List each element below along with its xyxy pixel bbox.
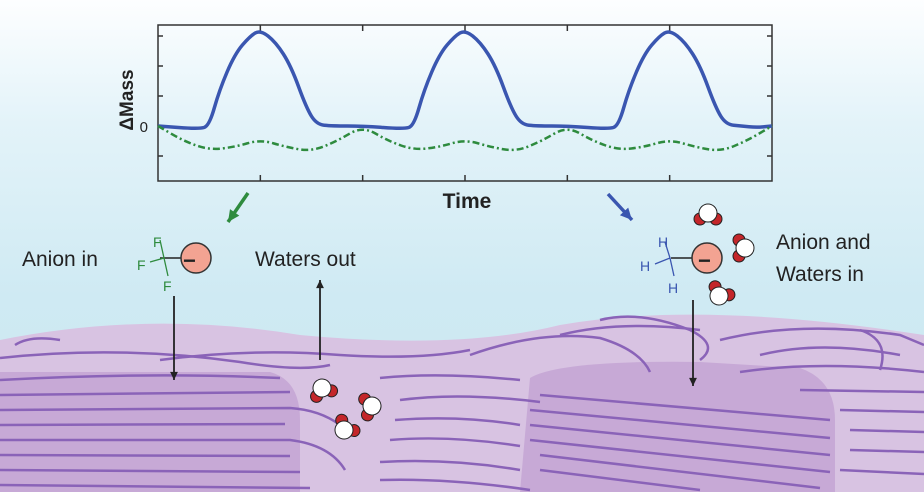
atom (698, 203, 718, 223)
series-line-total-mass (157, 30, 773, 130)
polymer-chain (0, 422, 286, 427)
polymer-chain (0, 453, 291, 458)
y-tick-label: 0 (140, 119, 148, 136)
polymer-chain (799, 388, 924, 394)
fluorine-atom: F (153, 234, 162, 250)
atom (735, 238, 755, 258)
water-molecule-icon (358, 392, 382, 422)
plot-frame (157, 24, 773, 182)
polymer-chain (539, 468, 701, 492)
polymer-chain (839, 408, 924, 414)
arrow-down-left-icon (170, 296, 178, 380)
arrow-head (170, 371, 178, 380)
label-anion-and: Anion and (776, 231, 871, 254)
polymer-chain (379, 459, 521, 472)
label-anion-in: Anion in (22, 248, 98, 271)
anion-minus-left: − (183, 248, 196, 273)
hydrogen-atom: H (668, 280, 679, 296)
polymer-chain (0, 351, 331, 370)
y-axis-label: ΔMass (117, 69, 138, 130)
polymer-chain (599, 315, 710, 361)
water-molecule-icon (732, 233, 755, 263)
polymer-chains (0, 315, 924, 492)
hydrogen-atom: H (640, 258, 651, 274)
water-molecule-icon (693, 203, 723, 226)
arrow-head (316, 280, 324, 289)
atom (362, 396, 382, 416)
polymer-chain (394, 417, 521, 427)
polymer-chain (389, 437, 521, 448)
polymer-chain (0, 374, 281, 382)
cf3-bonds (149, 239, 169, 277)
polymer-chain (159, 348, 471, 362)
atom (312, 378, 332, 398)
label-waters-in: Waters in (776, 263, 864, 286)
polymer-chain (0, 390, 291, 397)
anion-right-icon (691, 242, 723, 274)
series-line-anion-water-contribution (157, 124, 773, 152)
polymer-chain (379, 478, 531, 492)
polymer-chain (0, 483, 311, 490)
polymer-chain (539, 393, 831, 422)
anion-left-icon (180, 242, 212, 274)
polymer-chain (0, 468, 301, 474)
polymer-chain (379, 374, 521, 382)
polymer-chain (14, 337, 61, 347)
green-arrow-icon (226, 192, 250, 223)
water-molecule-icon (310, 378, 339, 403)
polymer-chain (529, 423, 831, 457)
atom (334, 420, 354, 440)
polymer-chain (469, 334, 652, 373)
polymer-chain (849, 428, 924, 434)
arrow-head (619, 207, 632, 220)
arrow-head (689, 377, 697, 386)
crystalline-domain-right (520, 361, 835, 492)
ch3-bonds (654, 241, 675, 277)
arrow-down-right-icon (689, 300, 697, 386)
polymer-chain (859, 328, 884, 371)
crystalline-domain-left (0, 372, 300, 492)
atom (709, 286, 729, 306)
arrow-up-icon (316, 280, 324, 360)
polymer-chain (719, 327, 924, 347)
polymer-chain (0, 438, 347, 471)
label-waters-out: Waters out (255, 248, 356, 271)
polymer-chain (539, 453, 821, 490)
blue-arrow-icon (606, 192, 634, 222)
polymer-chain (399, 395, 541, 404)
water-molecule-icon (334, 413, 361, 440)
polymer-chain (529, 438, 831, 474)
fluorine-atom: F (137, 257, 146, 273)
polymer-chain (529, 408, 831, 440)
hydrogen-atom: H (658, 234, 669, 250)
anion-minus-right: − (698, 248, 711, 273)
polymer-chain (839, 468, 924, 476)
x-axis-label: Time (443, 190, 492, 213)
polymer-chain (849, 448, 924, 454)
water-molecule-icon (708, 280, 736, 306)
polymer-chain (739, 364, 924, 374)
fluorine-atom: F (163, 278, 172, 294)
arrow-head (228, 209, 240, 222)
